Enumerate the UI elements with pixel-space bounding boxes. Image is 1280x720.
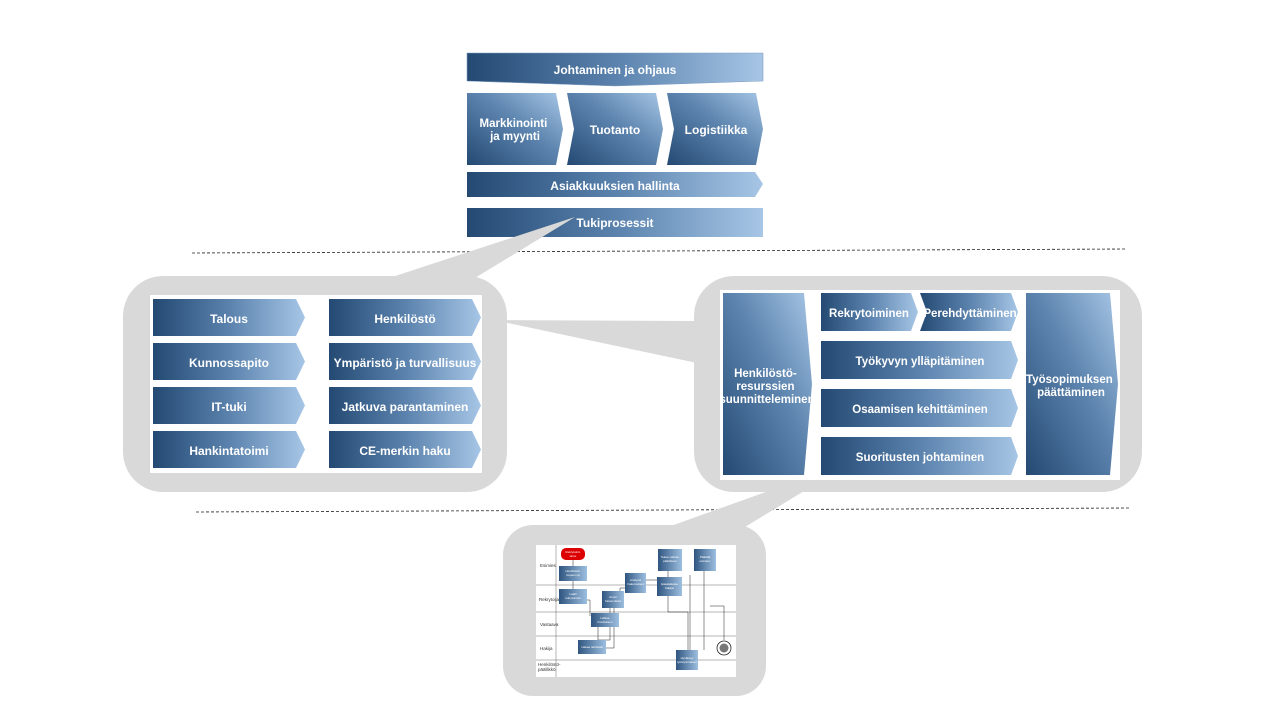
callout-connector-hr bbox=[494, 320, 697, 363]
support-item-henkilosto-label: Henkilöstö bbox=[374, 312, 435, 326]
support-item-ce bbox=[329, 431, 481, 468]
step-8 bbox=[658, 549, 682, 571]
hr-recruit bbox=[821, 293, 918, 331]
support-item-ymparisto bbox=[329, 343, 481, 380]
step-8-text: Tekee valinta- bbox=[661, 555, 680, 559]
hr-planning-line2: resurssien bbox=[736, 381, 794, 393]
support-item-henkilosto bbox=[329, 299, 481, 336]
hr-recruit-label: Rekrytoiminen bbox=[829, 308, 909, 320]
core-process-1-line2: ja myynti bbox=[489, 131, 540, 143]
step-9-text2: esimies- bbox=[699, 559, 710, 563]
step-7-text2: hakijat bbox=[665, 586, 674, 590]
step-5-text2: hakemuksia bbox=[605, 599, 621, 603]
support-band bbox=[467, 208, 763, 237]
core-process-1-label: Markkinointi ja myynti bbox=[480, 118, 551, 143]
step-3 bbox=[591, 613, 619, 627]
lane-2: Rekrytoija bbox=[539, 597, 560, 602]
management-label: Johtaminen ja ohjaus bbox=[554, 63, 677, 77]
hr-wellbeing bbox=[821, 341, 1018, 379]
hr-performance-label: Suoritusten johtaminen bbox=[856, 452, 984, 464]
step-10 bbox=[676, 650, 698, 670]
lane-1: Esimies bbox=[540, 563, 557, 568]
core-process-2 bbox=[567, 93, 663, 165]
lane-5-line1: Henkilöstö- bbox=[538, 662, 561, 667]
hr-contracts-label: Työsopimuksen päättäminen bbox=[1026, 374, 1116, 399]
step-5-text: Arvioi bbox=[609, 595, 617, 599]
support-item-kunnossapito-label: Kunnossapito bbox=[189, 356, 269, 370]
support-item-jatkuva-label: Jatkuva parantaminen bbox=[342, 400, 469, 414]
step-2-text2: rekrytoinnin bbox=[565, 596, 581, 600]
core-process-1-line1: Markkinointi bbox=[480, 118, 548, 130]
step-1 bbox=[559, 566, 587, 581]
management-band bbox=[466, 52, 764, 87]
separator-2 bbox=[195, 507, 1131, 513]
step-1-text2: tarpeen ja bbox=[566, 573, 580, 577]
lane-5-line2: päällikkö bbox=[538, 667, 556, 672]
customer-band bbox=[467, 172, 763, 197]
step-2-text: Laatii bbox=[569, 592, 577, 596]
support-item-hankintatoimi bbox=[153, 431, 305, 468]
lane-5: Henkilöstö- päällikkö bbox=[538, 662, 562, 672]
support-item-ce-label: CE-merkin haku bbox=[359, 444, 450, 458]
start-event-line1: Rekrytointi- bbox=[565, 550, 580, 554]
support-item-it-tuki-label: IT-tuki bbox=[211, 400, 246, 414]
step-4 bbox=[578, 640, 606, 654]
core-process-1 bbox=[467, 93, 563, 165]
support-item-talous bbox=[153, 299, 305, 336]
step-9-text: Päättää bbox=[700, 555, 711, 559]
hr-planning bbox=[723, 293, 812, 475]
step-9 bbox=[694, 549, 716, 571]
lane-4: Hakija bbox=[540, 646, 553, 651]
step-7-text: Haastattelee bbox=[661, 582, 678, 586]
support-panel: Talous Kunnossapito IT-tuki Hankintatoim… bbox=[123, 276, 507, 492]
step-3-text2: ilmoituksen bbox=[597, 620, 612, 624]
support-item-talous-label: Talous bbox=[210, 312, 248, 326]
step-7 bbox=[657, 577, 682, 596]
hr-contracts-line1: Työsopimuksen bbox=[1026, 374, 1113, 386]
step-10-text: Hyväksyy bbox=[681, 656, 694, 660]
customer-label: Asiakkuuksien hallinta bbox=[550, 179, 680, 193]
end-event-inner bbox=[719, 643, 729, 653]
hr-contracts bbox=[1026, 293, 1118, 475]
swimlane-panel: Esimies Rekrytoija Vastaava Hakija Henki… bbox=[503, 525, 766, 696]
core-process-2-label: Tuotanto bbox=[590, 123, 640, 137]
step-10-text2: työsopimuksen bbox=[677, 660, 697, 664]
hr-panel: Henkilöstö- resurssien suunnitteleminen … bbox=[694, 276, 1142, 492]
step-8-text2: päätöksen bbox=[663, 559, 677, 563]
step-3-text: Lähtee bbox=[600, 616, 610, 620]
step-6-text2: hakemukset bbox=[627, 582, 643, 586]
support-item-it-tuki bbox=[153, 387, 305, 424]
separator-1 bbox=[191, 248, 1127, 254]
start-event-line2: tarve bbox=[570, 554, 577, 558]
hr-contracts-line2: päättäminen bbox=[1037, 387, 1105, 399]
hr-wellbeing-label: Työkyvyn ylläpitäminen bbox=[856, 356, 985, 368]
support-item-kunnossapito bbox=[153, 343, 305, 380]
step-2 bbox=[559, 589, 587, 604]
callout-connector-support bbox=[380, 217, 575, 281]
hr-planning-label: Henkilöstö- resurssien suunnitteleminen bbox=[719, 368, 814, 406]
support-item-hankintatoimi-label: Hankintatoimi bbox=[189, 444, 268, 458]
step-1-text: Henkilöstö- bbox=[565, 569, 580, 573]
hr-skills bbox=[821, 389, 1018, 427]
support-item-jatkuva bbox=[329, 387, 481, 424]
step-6-text: Analysoi bbox=[630, 578, 642, 582]
hr-planning-line1: Henkilöstö- bbox=[734, 368, 797, 380]
core-process-3-label: Logistiikka bbox=[685, 123, 748, 137]
step-5 bbox=[602, 591, 624, 608]
support-label: Tukiprosessit bbox=[576, 216, 653, 230]
step-4-text: Hakee tehtävää bbox=[581, 645, 602, 649]
lane-3: Vastaava bbox=[540, 622, 559, 627]
hr-orientation bbox=[920, 293, 1018, 331]
process-map: Johtaminen ja ohjaus Markkinointi ja myy… bbox=[455, 52, 764, 237]
hr-skills-label: Osaamisen kehittäminen bbox=[852, 404, 988, 416]
start-event bbox=[561, 548, 585, 560]
support-item-ymparisto-label: Ympäristö ja turvallisuus bbox=[334, 356, 477, 370]
hr-performance bbox=[821, 437, 1018, 475]
hr-orientation-label: Perehdyttäminen bbox=[923, 308, 1016, 320]
core-process-1-full-label: Markkinointi ja myynti bbox=[455, 143, 576, 155]
hr-planning-line3: suunnitteleminen bbox=[719, 394, 814, 406]
core-process-3 bbox=[667, 93, 763, 165]
step-6 bbox=[625, 573, 646, 593]
